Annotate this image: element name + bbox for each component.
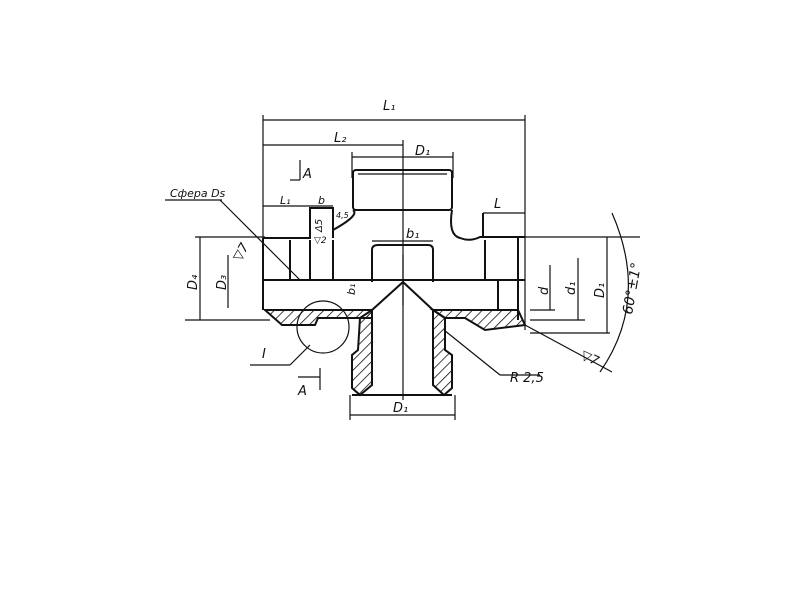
label-sphere-note: Сфера Ds [170, 187, 226, 200]
label-diameter-d1: d₁ [564, 282, 579, 295]
label-diameter-D: D₁ [593, 283, 608, 298]
label-angle: 60°±1° [620, 261, 645, 315]
dimension-lines [165, 115, 640, 420]
label-bottom-thread-diameter: D₁ [393, 401, 408, 416]
label-width-b: b [318, 194, 325, 207]
label-left-length: L₁ [280, 194, 291, 207]
label-diameter-D3: D₃ [215, 275, 230, 290]
label-length-2: L₂ [334, 131, 346, 146]
label-roughness-right: ▽7 [578, 348, 602, 370]
label-diameter-D4: D₄ [186, 274, 201, 290]
label-section-mark-top: A [302, 167, 312, 182]
label-groove-depth: b₁ [345, 284, 358, 295]
label-roughness-left: ▽7 [230, 240, 252, 264]
label-chamfer: 4,5 [336, 211, 349, 220]
label-radius: R 2,5 [510, 371, 544, 386]
label-overall-length: L₁ [383, 99, 395, 114]
label-section-mark-bottom: A [297, 384, 307, 399]
label-diameter-d: d [537, 286, 552, 295]
label-diameter-5: Δ5 [314, 219, 325, 233]
label-roughness-small: ▽2 [314, 236, 327, 246]
label-groove-width: b₁ [406, 227, 419, 242]
label-right-length: L [494, 197, 501, 212]
fitting-body [262, 169, 527, 400]
label-detail-mark: I [262, 347, 266, 362]
label-top-thread-diameter: D₁ [415, 144, 430, 159]
